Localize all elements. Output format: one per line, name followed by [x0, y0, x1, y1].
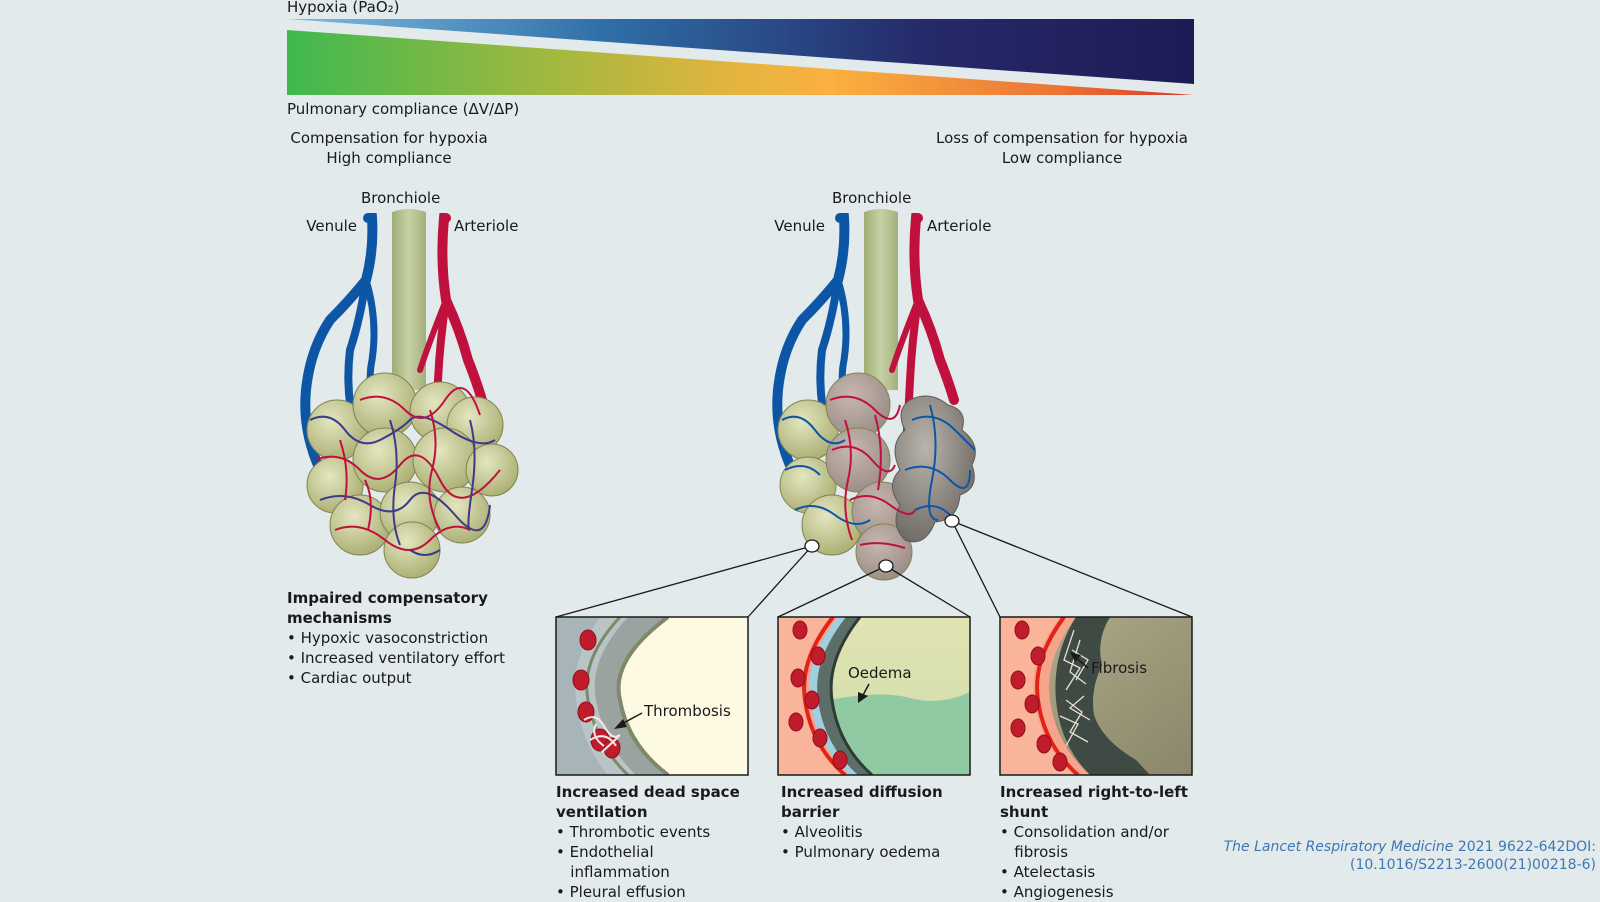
list-item: • Cardiac output: [287, 669, 412, 687]
zoom-point-diffusion: [878, 559, 894, 573]
dead-space-list: Increased dead space ventilation • Throm…: [556, 782, 740, 902]
shunt-title-line2: shunt: [1000, 803, 1049, 821]
right-heading-line1: Loss of compensation for hypoxia: [936, 129, 1188, 147]
left-heading-line1: Compensation for hypoxia: [290, 129, 488, 147]
list-item: inflammation: [556, 863, 670, 881]
right-venule-label: Venule: [774, 217, 825, 235]
shunt-list: Increased right-to-left shunt • Consolid…: [1000, 782, 1188, 902]
zoom-point-dead-space: [804, 539, 820, 553]
diffusion-title-line2: barrier: [781, 803, 840, 821]
list-item: fibrosis: [1000, 843, 1069, 861]
left-heading-line2: High compliance: [326, 149, 452, 167]
fibrosis-label: Fibrosis: [1091, 659, 1148, 677]
left-venule-label: Venule: [306, 217, 357, 235]
left-arteriole: [437, 213, 487, 405]
shunt-title-line1: Increased right-to-left: [1000, 783, 1188, 801]
diffusion-list: Increased diffusion barrier • Alveolitis…: [781, 782, 943, 862]
list-item: • Pulmonary oedema: [781, 843, 941, 861]
list-item: • Atelectasis: [1000, 863, 1096, 881]
list-item: • Pleural effusion: [556, 883, 686, 901]
right-heading-line2: Low compliance: [1001, 149, 1123, 167]
inset-oedema: [778, 617, 970, 775]
inset-thrombosis: [556, 617, 748, 775]
list-item: • Thrombotic events: [556, 823, 711, 841]
citation-year-doi: 2021 9622-642DOI:: [1453, 839, 1596, 855]
zoom-point-shunt: [944, 514, 960, 528]
left-panel-heading: Compensation for hypoxia High compliance: [271, 128, 507, 168]
oedema-label: Oedema: [848, 664, 912, 682]
right-panel-heading: Loss of compensation for hypoxia Low com…: [922, 128, 1202, 168]
thrombosis-label: Thrombosis: [644, 701, 731, 721]
list-item: • Angiogenesis: [1000, 883, 1114, 901]
compliance-label: Pulmonary compliance (ΔV/ΔP): [287, 100, 520, 118]
list-item: • Hypoxic vasoconstriction: [287, 629, 489, 647]
compensatory-title-line2: mechanisms: [287, 609, 392, 627]
citation: The Lancet Respiratory Medicine 2021 962…: [1224, 838, 1596, 874]
list-item: • Endothelial: [556, 843, 654, 861]
zoom-connectors: [555, 520, 1193, 618]
citation-journal: The Lancet Respiratory Medicine: [1223, 839, 1454, 855]
dead-space-title-line1: Increased dead space: [556, 783, 740, 801]
right-arteriole: [909, 213, 959, 405]
left-lung-illustration: [300, 209, 519, 579]
inset-fibrosis: [1000, 617, 1192, 775]
dead-space-title-line2: ventilation: [556, 803, 648, 821]
left-bronchiole-label: Bronchiole: [361, 189, 441, 207]
right-bronchiole-label: Bronchiole: [832, 189, 912, 207]
hypoxia-label: Hypoxia (PaO₂): [287, 0, 400, 16]
right-arteriole-label: Arteriole: [927, 217, 992, 235]
hypoxia-gradient-bar: [287, 19, 1194, 84]
citation-doi: (10.1016/S2213-2600(21)00218-6): [1350, 857, 1596, 873]
left-arteriole-label: Arteriole: [454, 217, 519, 235]
list-item: • Alveolitis: [781, 823, 863, 841]
right-bronchiole: [864, 209, 898, 390]
diffusion-title-line1: Increased diffusion: [781, 783, 943, 801]
right-lung-illustration: [772, 209, 976, 581]
list-item: • Increased ventilatory effort: [287, 649, 506, 667]
list-item: • Consolidation and/or: [1000, 823, 1169, 841]
compensatory-title-line1: Impaired compensatory: [287, 589, 488, 607]
left-venule: [300, 213, 378, 475]
left-bronchiole: [392, 209, 426, 390]
compliance-gradient-bar: [287, 30, 1194, 95]
right-venule: [772, 213, 850, 475]
compensatory-list: Impaired compensatory mechanisms • Hypox…: [287, 588, 505, 688]
